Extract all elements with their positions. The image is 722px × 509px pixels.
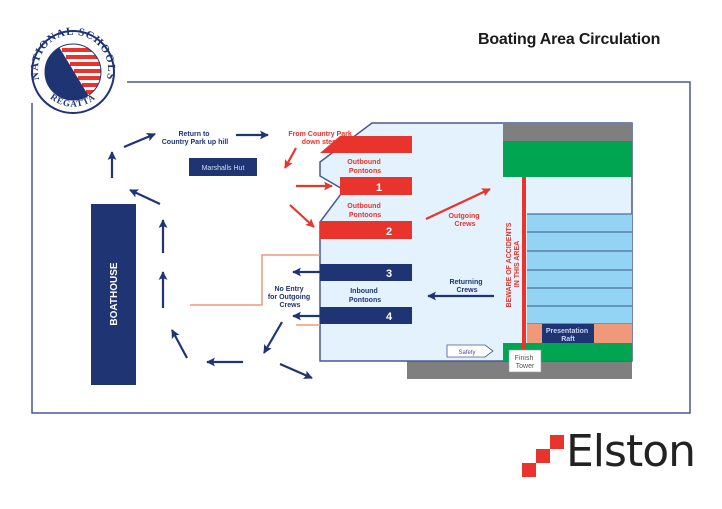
return-label-1: Return to xyxy=(178,131,209,138)
svg-text:Inbound Pontoons: Inbound Pontoons xyxy=(349,288,381,304)
arrow-from-country-park xyxy=(284,147,297,169)
racing-lanes xyxy=(527,213,632,325)
green-bank-top xyxy=(503,141,632,177)
map-frame xyxy=(31,81,691,414)
outgoing-crews-label-2: Crews xyxy=(454,221,475,228)
pontoon-1-number: 1 xyxy=(376,182,382,194)
finish-tower-label-2: Tower xyxy=(516,363,535,370)
returning-crews-label-1: Returning xyxy=(449,279,482,286)
outbound-pontoons-label-2b: Pontoons xyxy=(349,212,381,219)
arrow-diag-low xyxy=(171,329,188,359)
pontoon-2 xyxy=(320,221,412,239)
svg-text:No Entry for Outgoing: No Entry for Outgoing Crews xyxy=(268,286,312,309)
marshalls-hut-label: Marshalls Hut xyxy=(202,165,245,172)
accident-warning-line xyxy=(522,177,526,352)
red-arrows xyxy=(284,147,491,228)
svg-text:BEWARE OF ACCIDENTS IN THI: BEWARE OF ACCIDENTS IN THIS AREA xyxy=(506,221,521,308)
from-country-park-label-1: From Country Park xyxy=(288,131,352,138)
svg-text:Return to Country Park up: Return to Country Park up hill xyxy=(162,131,229,146)
pontoon-3-number: 3 xyxy=(386,268,392,280)
arrow-diag-top xyxy=(123,132,156,149)
svg-text:Outbound Pontoons: Outbound Pontoons xyxy=(347,159,382,175)
pontoon-3 xyxy=(320,264,412,281)
pontoon-2-number: 2 xyxy=(386,226,392,238)
outbound-pontoons-label-2a: Outbound xyxy=(347,203,380,210)
svg-text:From Country Park down ste: From Country Park down steps xyxy=(288,131,353,146)
svg-text:Presentation Raft: Presentation Raft xyxy=(546,328,590,343)
boathouse xyxy=(91,204,136,385)
beware-label-2: IN THIS AREA xyxy=(514,241,521,287)
pontoon-4-number: 4 xyxy=(386,311,393,323)
svg-text:Outbound Pontoons: Outbound Pontoons xyxy=(347,203,382,219)
arrow-to-pontoon-2 xyxy=(289,204,315,228)
page-title: Boating Area Circulation xyxy=(478,31,661,48)
safety-sign xyxy=(446,344,494,358)
finish-tower-label-1: Finish xyxy=(515,355,534,362)
finish-tower xyxy=(508,349,542,373)
gray-bank-top xyxy=(503,123,632,141)
presentation-raft-label-2: Raft xyxy=(561,336,575,343)
outbound-pontoons-label-1b: Pontoons xyxy=(349,168,381,175)
svg-text:Returning Crews: Returning Crews xyxy=(449,279,484,294)
navy-arrows xyxy=(107,130,494,380)
inbound-pontoons-label-a: Inbound xyxy=(350,288,378,295)
arrow-down-left xyxy=(263,321,283,354)
arrow-outgoing-crews xyxy=(425,188,491,220)
outgoing-crews-label-1: Outgoing xyxy=(448,213,479,220)
elston-logo: Elston xyxy=(520,426,710,482)
beware-label-1: BEWARE OF ACCIDENTS xyxy=(506,222,513,307)
svg-text:Outgoing Crews: Outgoing Crews xyxy=(448,213,481,228)
arrow-diag-down xyxy=(279,362,313,380)
pontoon-4 xyxy=(320,307,412,324)
pontoon-top-red xyxy=(320,136,412,153)
barrier-line-upper xyxy=(190,254,320,306)
from-country-park-label-2: down steps xyxy=(302,139,341,146)
outbound-pontoons-label-1a: Outbound xyxy=(347,159,380,166)
no-entry-label-2: for Outgoing xyxy=(268,294,310,301)
no-entry-label-1: No Entry xyxy=(274,286,303,293)
no-entry-label-3: Crews xyxy=(279,302,300,309)
presentation-raft xyxy=(542,324,594,343)
svg-text:Finish Tower: Finish Tower xyxy=(515,355,536,370)
marshalls-hut xyxy=(189,158,257,176)
pontoon-1 xyxy=(340,177,412,195)
return-label-2: Country Park up hill xyxy=(162,139,229,146)
returning-crews-label-2: Crews xyxy=(456,287,477,294)
inbound-pontoons-label-b: Pontoons xyxy=(349,297,381,304)
regatta-logo: NATIONAL SCHOOLS REGATTA xyxy=(29,26,116,114)
safety-label: Safety xyxy=(458,350,475,356)
presentation-raft-label-1: Presentation xyxy=(546,328,588,335)
elston-wordmark: Elston xyxy=(566,426,696,477)
boathouse-label: BOATHOUSE xyxy=(109,262,120,325)
arrow-diag-upleft xyxy=(129,189,161,205)
